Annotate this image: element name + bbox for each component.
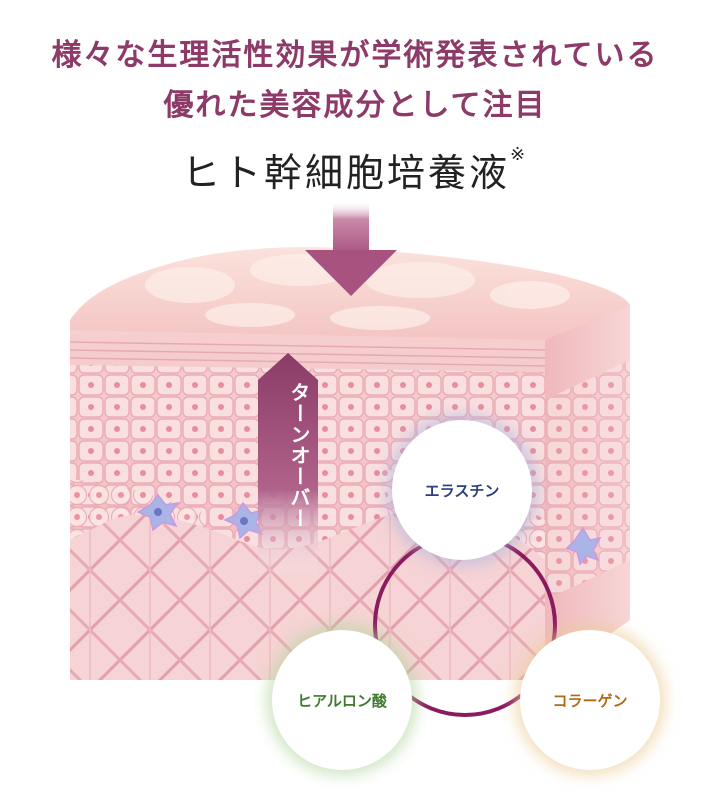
melanocyte-cell-side xyxy=(565,526,602,566)
stratum-corneum xyxy=(70,341,545,367)
collagen-badge: コラーゲン xyxy=(520,630,660,770)
elastin-label: エラスチン xyxy=(424,481,500,500)
dermis-fibers xyxy=(70,510,545,680)
main-title: ヒト幹細胞培養液※ xyxy=(0,142,710,197)
title-mark: ※ xyxy=(509,144,529,165)
hyaluronic-acid-label: ヒアルロン酸 xyxy=(297,691,387,710)
turnover-label: ターンオーバー xyxy=(287,382,311,529)
surface-bumps xyxy=(145,254,570,330)
headline-line-1: 様々な生理活性効果が学術発表されている xyxy=(51,38,659,73)
elastin-badge: エラスチン xyxy=(392,420,532,560)
collagen-label: コラーゲン xyxy=(552,691,628,710)
title-text: ヒト幹細胞培養液 xyxy=(181,151,510,195)
hyaluronic-acid-badge: ヒアルロン酸 xyxy=(272,630,412,770)
infusion-arrow xyxy=(305,200,397,296)
turnover-arrow xyxy=(258,353,318,580)
headline-line-2: 優れた美容成分として注目 xyxy=(163,88,547,123)
